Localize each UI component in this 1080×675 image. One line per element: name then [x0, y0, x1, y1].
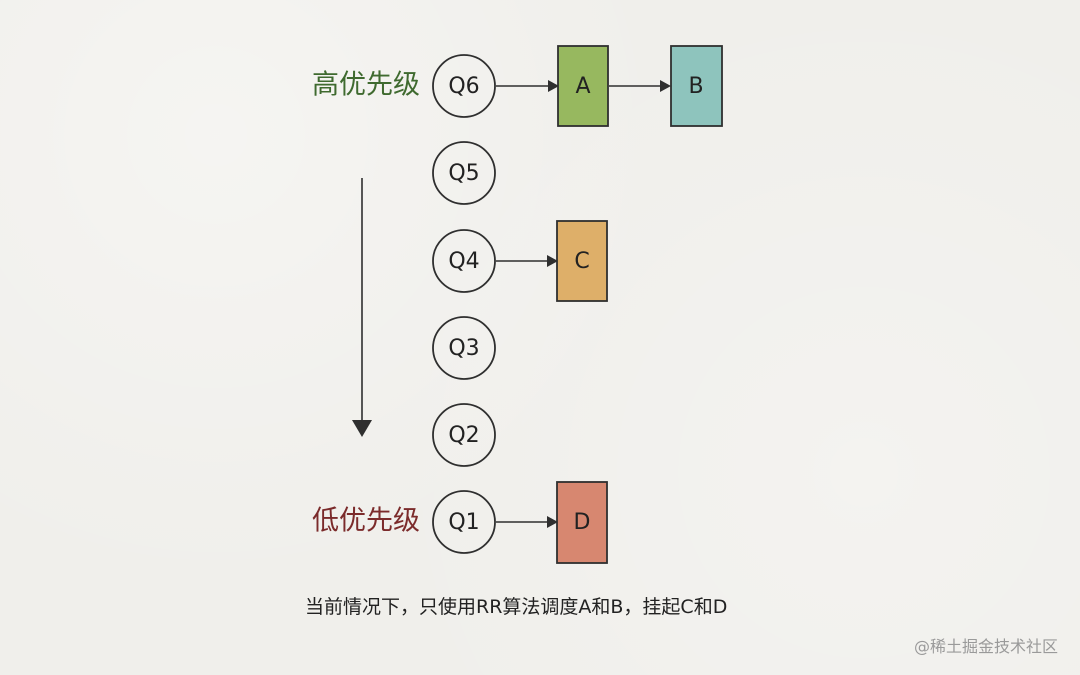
q1-to-d-arrowhead [547, 516, 558, 528]
task-c-box [556, 220, 608, 302]
queue-q1 [432, 490, 496, 554]
queue-q1-label: Q1 [448, 510, 479, 535]
queue-q5-label: Q5 [448, 161, 479, 186]
queue-q5 [432, 141, 496, 205]
task-c-label: C [574, 249, 589, 274]
queue-q3 [432, 316, 496, 380]
task-a-box [557, 45, 609, 127]
queue-q2 [432, 403, 496, 467]
priority-arrow-head [352, 420, 372, 437]
queue-q4-label: Q4 [448, 249, 479, 274]
queue-q2-label: Q2 [448, 423, 479, 448]
watermark-text: @稀土掘金技术社区 [913, 637, 1058, 656]
queue-q6 [432, 54, 496, 118]
a-to-b-arrowhead [660, 80, 671, 92]
queue-q6-label: Q6 [448, 74, 479, 99]
task-b-label: B [688, 74, 703, 99]
task-b-box [670, 45, 723, 127]
task-d-box [556, 481, 608, 564]
low-priority-label: 低优先级 [312, 506, 420, 537]
q4-to-c-arrowhead [547, 255, 558, 267]
task-d-label: D [574, 510, 591, 535]
queue-q3-label: Q3 [448, 336, 479, 361]
queue-q4 [432, 229, 496, 293]
high-priority-label: 高优先级 [312, 70, 420, 101]
diagram-caption: 当前情况下，只使用RR算法调度A和B，挂起C和D [305, 596, 728, 618]
task-a-label: A [575, 74, 590, 99]
q6-to-a-arrowhead [548, 80, 559, 92]
